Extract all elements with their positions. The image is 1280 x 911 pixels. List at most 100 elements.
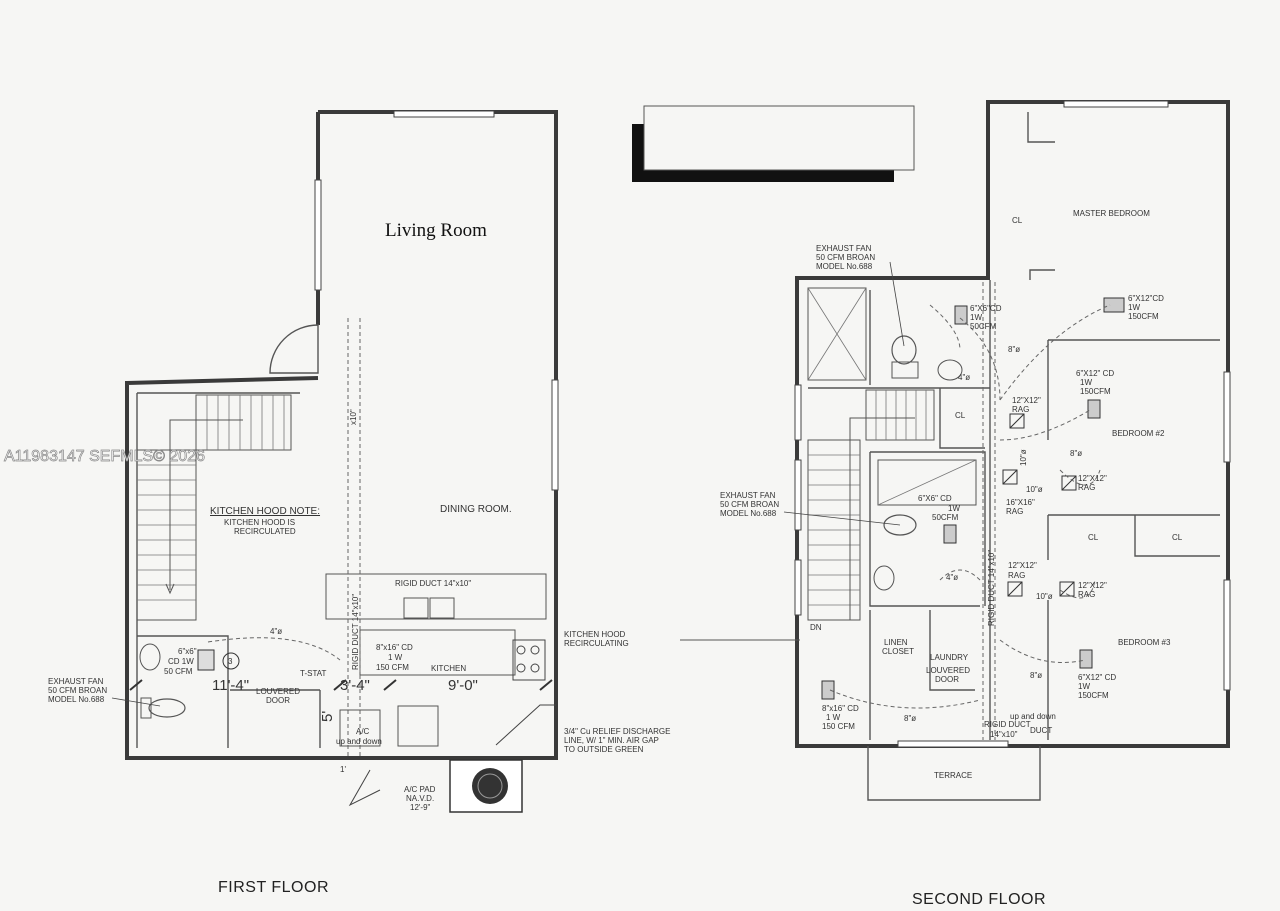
window-bed3 [1223, 579, 1231, 691]
louvered-door-label-1: LOUVERED [256, 687, 300, 696]
kitchen-label: KITCHEN [431, 664, 466, 673]
exhaust-fan-label-2: 50 CFM BROAN [48, 686, 107, 695]
rag-c-label-1: 12"X12" [1078, 474, 1107, 483]
master-closet-label: CL [1012, 216, 1023, 225]
first-floor-title: FIRST FLOOR [218, 879, 329, 896]
cd-master-label-1: 6"X12"CD [1128, 294, 1164, 303]
cd-hall-label-2: 1 W [826, 713, 841, 722]
window-left [314, 179, 322, 291]
closet-label-b: CL [1088, 533, 1099, 542]
duct-10-a: 10"ø [1026, 485, 1043, 494]
rigid-duct-vertical [347, 318, 361, 758]
cd-bed2-label-1: 6"X12" CD [1076, 369, 1114, 378]
rag-b-label-2: RAG [1006, 507, 1023, 516]
duct-8-d: 8"ø [1030, 671, 1042, 680]
stairs [136, 394, 292, 621]
toilet-tank [140, 697, 152, 719]
kitchen-cd-label-2: 1 W [388, 653, 403, 662]
exhaust-fan-mid-label-3: MODEL No.688 [720, 509, 777, 518]
window-bed2 [1223, 371, 1231, 463]
circle-marker-number: 3 [228, 657, 233, 666]
sink-basin-right [429, 597, 455, 619]
rag-a-label-1: 12"X12" [1012, 396, 1041, 405]
duct-10-b: 10"ø [1036, 592, 1053, 601]
ac-pad-label-3: 12'-9" [410, 803, 431, 812]
ac-label: A/C [356, 727, 370, 736]
leader-line [348, 769, 381, 807]
rag-c-label-2: RAG [1078, 483, 1095, 492]
duct-4-b: 4"ø [946, 573, 958, 582]
exhaust-fan-leader [111, 697, 161, 707]
ac-closet [339, 709, 381, 747]
relief-line-label-1: 3/4" Cu RELIEF DISCHARGE [564, 727, 670, 736]
kitchen-cd-label-1: 8"x16" CD [376, 643, 413, 652]
dimension-3-4: 3'-4" [340, 677, 370, 694]
exhaust-fan-label-3: MODEL No.688 [48, 695, 105, 704]
duct-4-a: 4"ø [958, 373, 970, 382]
ac-pad-label-2: NA.V.D. [406, 794, 434, 803]
cd-bed3-label-1: 6"X12" CD [1078, 673, 1116, 682]
toilet-master-bath [891, 335, 917, 365]
toilet-tank [891, 361, 919, 379]
shower [807, 287, 867, 381]
shower-x [807, 287, 867, 381]
exhaust-fan-label-1: EXHAUST FAN [48, 677, 104, 686]
duct-runs [829, 282, 1111, 740]
duct-run [207, 637, 341, 661]
kitchen-hood-recirc-label-1: KITCHEN HOOD [564, 630, 626, 639]
kitchen-hood-note-title: KITCHEN HOOD NOTE: [210, 506, 320, 517]
terrace-walls [867, 746, 1041, 801]
relief-line-label-2: LINE, W/ 1" MIN. AIR GAP [564, 736, 659, 745]
exhaust-fan-mid-label-1: EXHAUST FAN [720, 491, 776, 500]
linen-closet-label-1: LINEN [884, 638, 908, 647]
cd-bath1-label-3: 50CFM [970, 322, 997, 331]
exhaust-fan-top-label-3: MODEL No.688 [816, 262, 873, 271]
cd-master-label-3: 150CFM [1128, 312, 1159, 321]
rigid-duct-vertical-label: RIGID DUCT 14"x10" [351, 594, 360, 670]
window-left-3 [794, 559, 802, 616]
mls-watermark: A11983147 SEFMLS© 2026 [4, 448, 205, 465]
interior-walls [808, 112, 1220, 740]
tub [877, 459, 977, 506]
exhaust-fan-mid-leader [783, 511, 901, 526]
rag-b-label-1: 16"X16" [1006, 498, 1035, 507]
duct-label: DUCT [1030, 726, 1052, 735]
exhaust-fan-top-label-1: EXHAUST FAN [816, 244, 872, 253]
window-top [393, 110, 495, 118]
rigid-duct-bottom-label-1: RIGID DUCT [984, 720, 1031, 729]
closet-label-a: CL [955, 411, 966, 420]
cd-bed2-label-2: 1W [1080, 378, 1092, 387]
return-grilles [1002, 413, 1077, 597]
master-bedroom-label: MASTER BEDROOM [1073, 209, 1150, 218]
rigid-duct-bottom-label-2: 14"x10" [990, 730, 1018, 739]
terrace-label: TERRACE [934, 771, 972, 780]
dining-room-label: DINING ROOM. [440, 504, 512, 515]
louvered-door-label-2: DOOR [935, 675, 959, 684]
relief-line [495, 704, 556, 746]
rigid-duct-horizontal-label: RIGID DUCT 14"x10" [395, 579, 471, 588]
rag-e-label-1: 12"X12" [1078, 581, 1107, 590]
dimension-11-4: 11'-4" [212, 677, 249, 694]
ceiling-diffusers [821, 297, 1125, 700]
cd-bath2-label-1: 6"X6" CD [918, 494, 952, 503]
vertical-duct-label: x10" [349, 409, 358, 425]
up-and-down-label: up and down [336, 737, 382, 746]
rag-d-label-2: RAG [1008, 571, 1025, 580]
sink-hall-bath [873, 565, 895, 591]
living-room-label: Living Room [385, 220, 487, 241]
window-left-1 [794, 384, 802, 441]
rag-d-label-1: 12"X12" [1008, 561, 1037, 570]
left-wing-walls [125, 376, 319, 760]
duct-8-c: 8"ø [904, 714, 916, 723]
circle-marker [222, 652, 240, 670]
laundry-label: LAUNDRY [930, 653, 969, 662]
dimension-5: 5' [319, 711, 336, 722]
toilet [148, 698, 186, 718]
cooktop [512, 639, 546, 681]
cd-master-label-2: 1W [1128, 303, 1140, 312]
kitchen-hood-note-line1: KITCHEN HOOD IS [224, 518, 295, 527]
kitchen-counter [325, 573, 547, 620]
bath-diffuser [197, 649, 215, 671]
ac-unit-fan [472, 768, 508, 804]
ac-pad-label-1: A/C PAD [404, 785, 436, 794]
